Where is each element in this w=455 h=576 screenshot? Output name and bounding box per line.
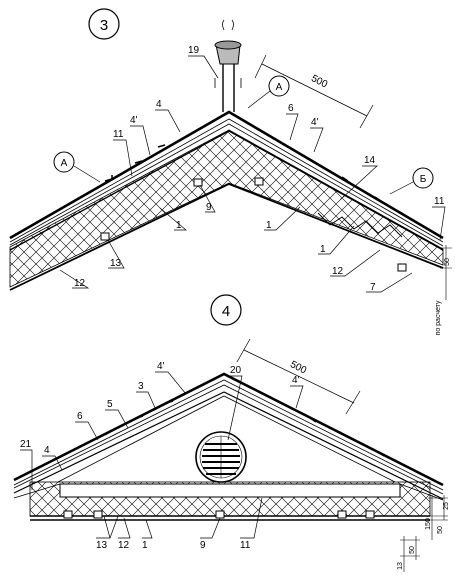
svg-text:12: 12 xyxy=(74,278,86,289)
batten xyxy=(397,263,407,272)
svg-text:4': 4' xyxy=(130,115,138,126)
svg-text:9: 9 xyxy=(206,202,212,213)
ceiling-line xyxy=(9,183,444,291)
svg-text:3: 3 xyxy=(138,381,144,392)
svg-text:А: А xyxy=(61,158,68,169)
side-dim xyxy=(440,245,452,300)
batten xyxy=(337,510,347,519)
svg-text:9: 9 xyxy=(200,540,206,551)
svg-text:4': 4' xyxy=(157,361,165,372)
batten xyxy=(63,510,73,519)
svg-text:11: 11 xyxy=(240,540,251,551)
svg-text:по расчету: по расчету xyxy=(435,300,442,335)
ridge-vent xyxy=(214,19,242,112)
svg-text:12: 12 xyxy=(332,266,344,277)
svg-text:6: 6 xyxy=(77,411,83,422)
right-dims-4 xyxy=(428,495,448,540)
svg-text:5: 5 xyxy=(107,399,113,410)
svg-text:А: А xyxy=(276,82,283,93)
detail-4-number: 4 xyxy=(222,303,230,320)
detail-3-number: 3 xyxy=(100,17,108,34)
svg-text:1: 1 xyxy=(176,220,182,231)
svg-text:21: 21 xyxy=(20,439,32,450)
svg-text:50: 50 xyxy=(409,546,416,554)
ref-a-right xyxy=(268,75,290,97)
svg-text:14: 14 xyxy=(364,155,376,166)
svg-text:1: 1 xyxy=(266,220,272,231)
svg-text:4': 4' xyxy=(292,375,300,386)
detail-4: 4 500 xyxy=(13,294,450,572)
svg-text:25: 25 xyxy=(443,502,450,510)
covering-steps xyxy=(104,140,407,217)
gable-vent xyxy=(195,431,247,483)
svg-text:13: 13 xyxy=(110,258,122,269)
svg-text:11: 11 xyxy=(113,129,124,140)
detail-3-labels xyxy=(59,55,446,293)
covering-steps-4 xyxy=(99,400,385,457)
roof-covering-4 xyxy=(13,372,444,487)
svg-text:50: 50 xyxy=(437,526,444,534)
ceiling-beam xyxy=(59,483,401,498)
batten xyxy=(100,232,110,241)
svg-text:50: 50 xyxy=(444,258,451,266)
batten xyxy=(254,177,264,186)
roof-layer-3 xyxy=(9,130,444,251)
svg-text:Б: Б xyxy=(420,174,427,185)
svg-text:13: 13 xyxy=(96,540,108,551)
roof-layer-1 xyxy=(9,118,444,243)
detail-4-number-circle xyxy=(210,294,242,326)
batten xyxy=(365,510,375,519)
dim-500: 500 xyxy=(309,73,329,91)
batten xyxy=(215,510,225,519)
truss-web xyxy=(317,212,403,238)
ref-b xyxy=(412,167,434,189)
svg-text:1: 1 xyxy=(142,540,148,551)
svg-text:4': 4' xyxy=(311,117,319,128)
svg-text:6: 6 xyxy=(288,103,294,114)
svg-text:4: 4 xyxy=(44,445,50,456)
roof-covering xyxy=(9,110,444,240)
detail-3-number-circle xyxy=(88,8,120,40)
batten xyxy=(193,178,203,187)
svg-text:4: 4 xyxy=(156,99,162,110)
detail-3: 3 500 А А Б xyxy=(9,8,452,335)
roof-layer-2 xyxy=(9,123,444,247)
gable-wall xyxy=(57,395,396,483)
svg-text:13: 13 xyxy=(397,562,404,570)
insulation-layer xyxy=(9,129,444,288)
batten xyxy=(93,510,103,519)
svg-text:20: 20 xyxy=(230,365,242,376)
dim-500-line xyxy=(254,54,374,129)
svg-text:1: 1 xyxy=(320,244,326,255)
svg-text:11: 11 xyxy=(434,196,445,207)
svg-text:19: 19 xyxy=(188,45,200,56)
svg-text:12: 12 xyxy=(118,540,130,551)
ref-a-left xyxy=(53,151,75,173)
svg-text:150: 150 xyxy=(425,518,432,530)
svg-text:7: 7 xyxy=(370,282,376,293)
